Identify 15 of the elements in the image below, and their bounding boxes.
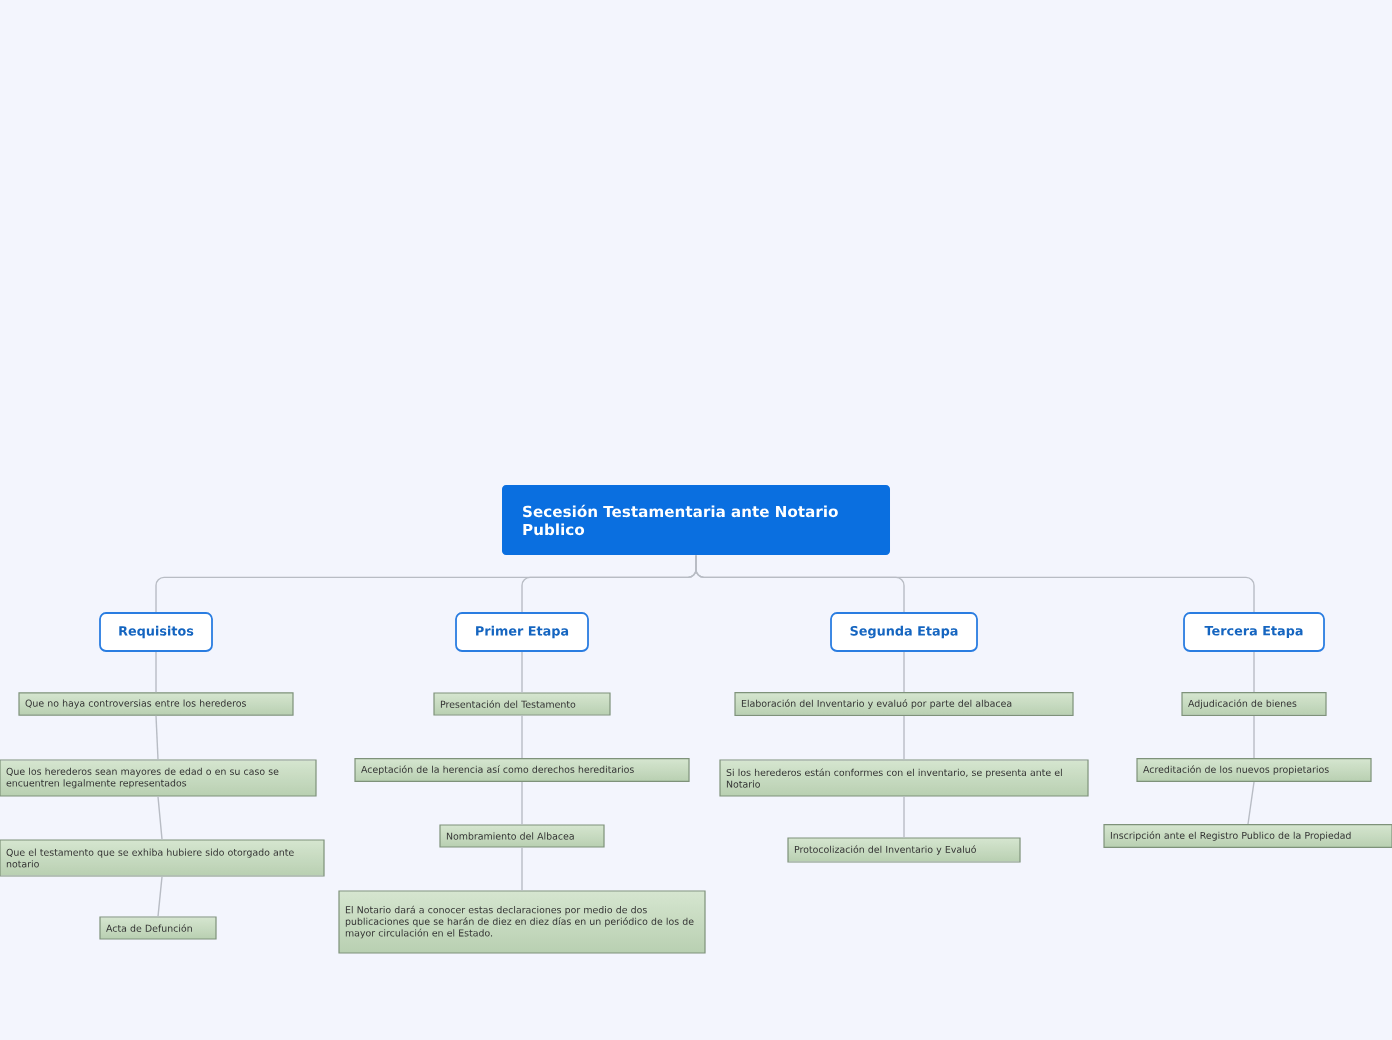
connector-line	[903, 795, 905, 839]
connector-line	[1253, 651, 1255, 693]
connector-line	[903, 651, 905, 693]
connector-line	[1247, 781, 1255, 825]
connector-line	[521, 846, 523, 892]
connector-line	[695, 554, 1255, 613]
connector-line	[155, 651, 157, 693]
connector-line	[521, 651, 523, 694]
connector-line	[157, 875, 163, 918]
connector-line	[155, 715, 159, 761]
connector-line	[1253, 715, 1255, 759]
connector-line	[521, 714, 523, 759]
connector-line	[903, 715, 905, 761]
connector-line	[157, 795, 163, 841]
connector-line	[521, 781, 523, 826]
